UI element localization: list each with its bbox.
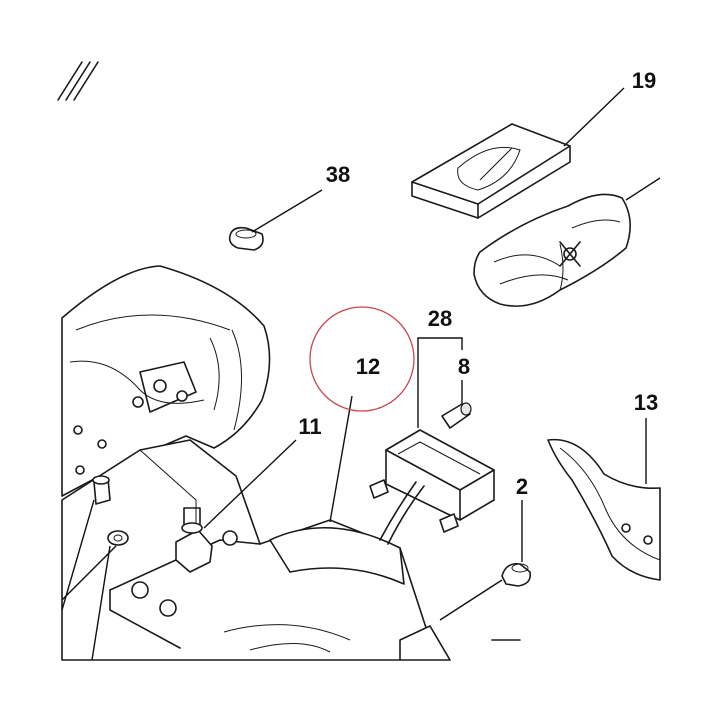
callout-28: 28 [428,306,452,331]
lower-frame [61,439,431,661]
callout-11: 11 [298,414,321,439]
callout-12: 12 [356,354,380,379]
part-19-pad [411,123,571,219]
leader-lines [61,87,647,661]
tied-bag [473,177,661,307]
callout-13: 13 [634,390,658,415]
part-2-rivet [501,562,532,587]
callout-38: 38 [326,162,350,187]
shaft [399,625,521,661]
highlight-ring [309,306,415,412]
part-38-cap [228,226,264,251]
part-11-bolt [92,475,238,573]
callout-2: 2 [516,474,528,499]
callout-8: 8 [458,354,470,379]
part-28-switch [369,429,495,545]
lever-bracket [61,265,271,497]
part-13-lever [547,438,661,581]
break-marks [57,61,99,101]
callout-19: 19 [632,68,656,93]
part-8-plug [441,402,472,429]
